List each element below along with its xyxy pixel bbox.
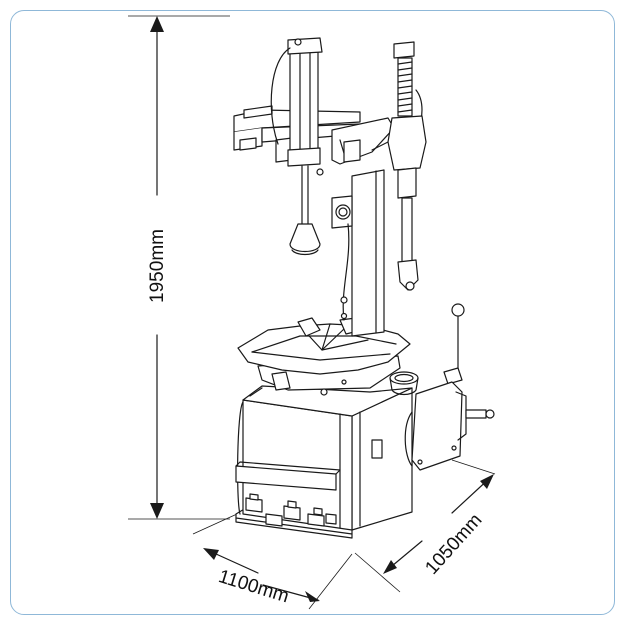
height-dimension: 1950mm xyxy=(128,15,230,520)
pneumatic-cylinder xyxy=(270,37,324,256)
figure-frame xyxy=(10,10,615,615)
height-label: 1950mm xyxy=(147,229,168,303)
depth-label: 1050mm xyxy=(421,510,486,579)
width-label: 1100mm xyxy=(216,566,291,607)
inflator-unit xyxy=(411,303,495,471)
arrow-down-icon xyxy=(150,503,164,519)
accessory-cup xyxy=(389,371,419,396)
tire-changer-machine xyxy=(233,37,495,539)
arrow-up-icon xyxy=(150,16,164,32)
rear-column xyxy=(331,169,385,337)
turntable xyxy=(237,317,411,396)
mounting-head-shaft xyxy=(387,41,427,291)
foot-pedals xyxy=(245,493,337,527)
